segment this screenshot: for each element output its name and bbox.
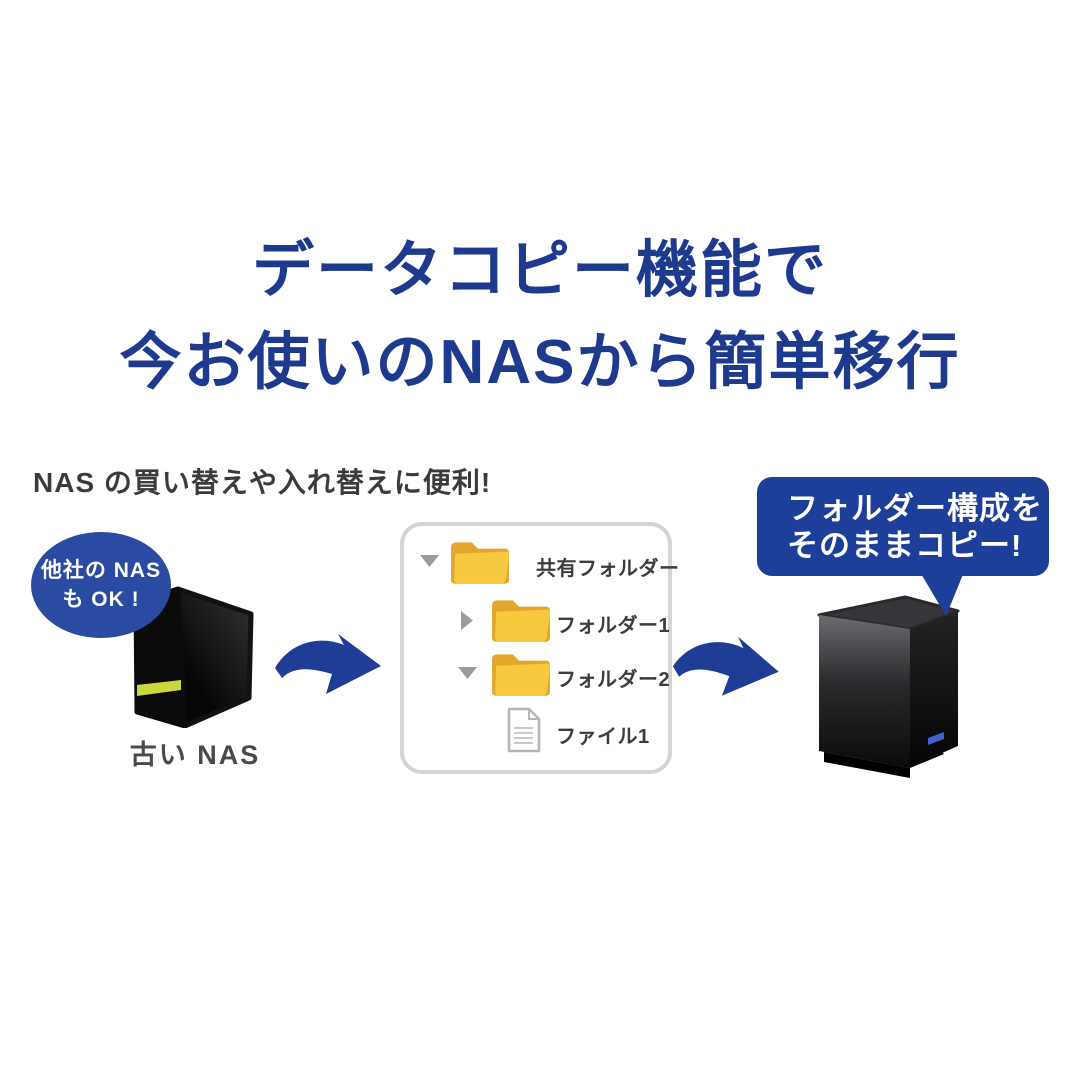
headline-line1: データコピー機能で: [251, 236, 828, 305]
headline: データコピー機能で 今お使いのNASから簡単移行: [0, 225, 1080, 409]
tree-item-label: ファイル1: [556, 726, 650, 748]
new-nas-front-face: [819, 615, 910, 767]
twisty-down-icon: [458, 667, 477, 679]
folder-tree-panel: 共有フォルダー フォルダー1 フォルダー2 ファイル1: [400, 522, 679, 774]
tree-item-label: フォルダー2: [556, 669, 671, 691]
old-nas-callout-bubble: 他社の NAS も OK !: [31, 532, 171, 638]
folder-icon: [492, 654, 551, 696]
new-nas-led: [928, 732, 944, 745]
twisty-right-icon: [461, 611, 473, 630]
curved-arrow-shape: [672, 636, 779, 696]
new-nas-callout-line2: そのままコピー!: [787, 528, 1023, 563]
old-nas-callout-line1: 他社の NAS: [40, 559, 162, 582]
callout-tail-icon: [920, 572, 964, 616]
file-icon: [507, 707, 541, 753]
folder-icon: [451, 542, 510, 584]
folder-icon: [492, 600, 551, 642]
old-nas-side-face: [175, 586, 254, 728]
new-nas-callout-bubble: フォルダー構成を そのままコピー!: [757, 477, 1049, 576]
old-nas-callout-line2: も OK !: [62, 588, 140, 611]
headline-line2: 今お使いのNASから簡単移行: [119, 328, 961, 397]
new-nas-callout-line1: フォルダー構成を: [787, 491, 1043, 526]
tree-item-label: 共有フォルダー: [536, 558, 680, 580]
new-nas-base-strip: [824, 752, 910, 778]
tagline: NAS の買い替えや入れ替えに便利!: [33, 467, 492, 498]
twisty-down-icon: [420, 555, 439, 567]
new-nas-device: [817, 595, 960, 778]
tree-item-label: フォルダー1: [556, 615, 671, 637]
curved-arrow-icon: [275, 634, 381, 694]
new-nas-side-face: [910, 611, 958, 767]
curved-arrow-shape: [275, 634, 381, 694]
old-nas-label: 古い NAS: [129, 740, 261, 770]
curved-arrow-icon: [672, 636, 779, 696]
old-nas-led-stripe: [137, 680, 181, 696]
